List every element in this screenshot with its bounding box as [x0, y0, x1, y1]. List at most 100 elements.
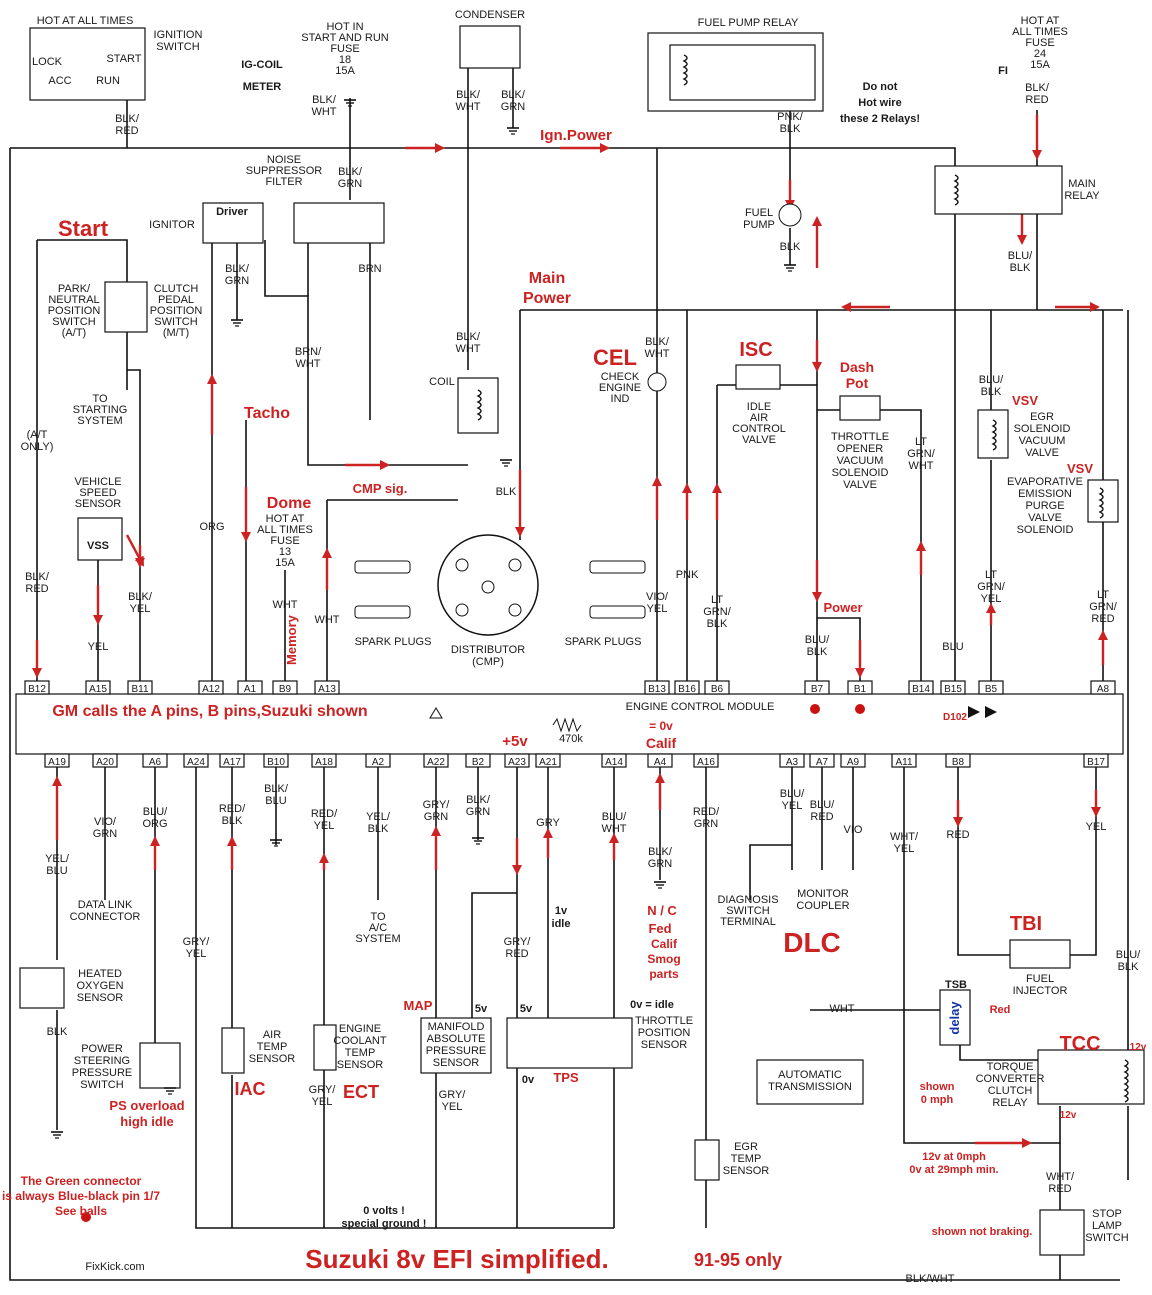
ecm-pin-a17: [219, 753, 245, 768]
label: Driver: [216, 206, 249, 218]
label: idle: [552, 918, 571, 930]
ecm-pin-b17: [1083, 753, 1109, 768]
ecm-pin-b13: [644, 680, 670, 695]
label: TO: [92, 393, 108, 405]
label: HEATED: [78, 968, 122, 980]
ecm-pin-a22: [423, 753, 449, 768]
label: GRN: [225, 275, 250, 287]
wire: [326, 499, 458, 681]
label: Smog: [647, 952, 680, 966]
label: LT: [915, 436, 927, 448]
label: PURGE: [1025, 500, 1064, 512]
label: FixKick.com: [85, 1261, 144, 1273]
label: SYSTEM: [355, 933, 400, 945]
ecm-pin-label: A23: [508, 757, 526, 768]
label: 470k: [559, 733, 583, 745]
label: WHT: [311, 106, 336, 118]
label: AIR: [750, 412, 768, 424]
label: 0v at 29mph min.: [909, 1164, 998, 1176]
label: FILTER: [265, 176, 302, 188]
label: DIAGNOSIS: [717, 894, 778, 906]
label: RELAY: [1064, 190, 1100, 202]
label: RELAY: [992, 1097, 1028, 1109]
label: POSITION: [150, 305, 203, 317]
label: AUTOMATIC: [778, 1069, 842, 1081]
component-layer: [15, 25, 1145, 1256]
ps-pressure-switch: [139, 1042, 181, 1089]
label: shown: [920, 1081, 955, 1093]
label: ECT: [343, 1082, 379, 1102]
wire: [9, 148, 1120, 1281]
ecm-pin-a15: [85, 680, 111, 695]
label: SENSOR: [337, 1059, 384, 1071]
tsb-delay: [939, 989, 971, 1046]
memory-label: Memory: [284, 614, 299, 665]
label: CONNECTOR: [70, 911, 141, 923]
label: VIO: [844, 824, 863, 836]
label: YEL: [186, 948, 207, 960]
coil-winding: [682, 54, 688, 86]
wire-layer: [9, 40, 1129, 1281]
label: Tacho: [244, 405, 290, 422]
ecm-pin-label: A12: [202, 684, 220, 695]
label: TEMP: [731, 1153, 762, 1165]
label: 1v: [555, 905, 568, 917]
label: GRN: [424, 811, 449, 823]
distributor-terminal: [455, 558, 469, 572]
label: SUPPRESSOR: [246, 165, 322, 177]
fuel-injector: [1009, 939, 1071, 969]
ecm-pin-a18: [311, 753, 337, 768]
label: YEL: [130, 603, 151, 615]
label: EVAPORATIVE: [1007, 476, 1083, 488]
ecm-pin-label: B8: [952, 757, 965, 768]
label: ALL TIMES: [1012, 26, 1068, 38]
label: YEL: [1086, 821, 1107, 833]
label: SOLENOID: [1014, 423, 1071, 435]
label: GRN: [338, 178, 363, 190]
ecm-pin-label: A14: [605, 757, 623, 768]
label: WHT: [455, 343, 480, 355]
label: these 2 Relays!: [840, 113, 920, 125]
ecm-pin-label: A16: [697, 757, 715, 768]
label: RED: [25, 583, 48, 595]
distributor-terminal: [455, 603, 469, 617]
label: IAC: [235, 1079, 266, 1099]
label: GM calls the A pins, B pins,Suzuki shown: [52, 703, 367, 720]
label: SWITCH: [52, 316, 95, 328]
label: TBI: [1010, 913, 1042, 935]
distributor-terminal: [508, 603, 522, 617]
label: BLK/: [312, 94, 337, 106]
label: FUEL: [745, 207, 773, 219]
ecm-pin-b14: [908, 680, 934, 695]
ecm-pin-label: A24: [187, 757, 205, 768]
ecm-pin-label: A13: [318, 684, 336, 695]
label: Suzuki 8v EFI simplified.: [305, 1244, 608, 1274]
label: GRN: [648, 858, 673, 870]
ecm-pin-b16: [674, 680, 700, 695]
fuel-pump-relay-inner: [669, 44, 816, 101]
label: 0v: [522, 1074, 535, 1086]
status-ball: [855, 704, 865, 714]
label: THROTTLE: [635, 1015, 693, 1027]
label: INJECTOR: [1013, 985, 1068, 997]
ecm-pin-label: B16: [678, 684, 696, 695]
label: SWITCH: [156, 41, 199, 53]
label: LT: [711, 594, 723, 606]
wire: [749, 767, 793, 900]
label: SENSOR: [77, 992, 124, 1004]
label: ALL TIMES: [257, 524, 313, 536]
label: VIO/: [646, 591, 669, 603]
ecm-pin-label: A6: [149, 757, 162, 768]
label: TPS: [553, 1070, 579, 1085]
ecm-pin-b6: [704, 680, 730, 695]
label: TEMP: [345, 1047, 376, 1059]
label: HOT IN: [326, 21, 363, 33]
label: VALVE: [1025, 447, 1059, 459]
label: YEL: [894, 843, 915, 855]
ecm-pin-a24: [183, 753, 209, 768]
label: GRY/: [183, 936, 211, 948]
ecm-pin-label: B15: [944, 684, 962, 695]
label: = 0v: [649, 719, 673, 733]
label: MAP: [404, 998, 433, 1013]
label: SPEED: [79, 487, 116, 499]
